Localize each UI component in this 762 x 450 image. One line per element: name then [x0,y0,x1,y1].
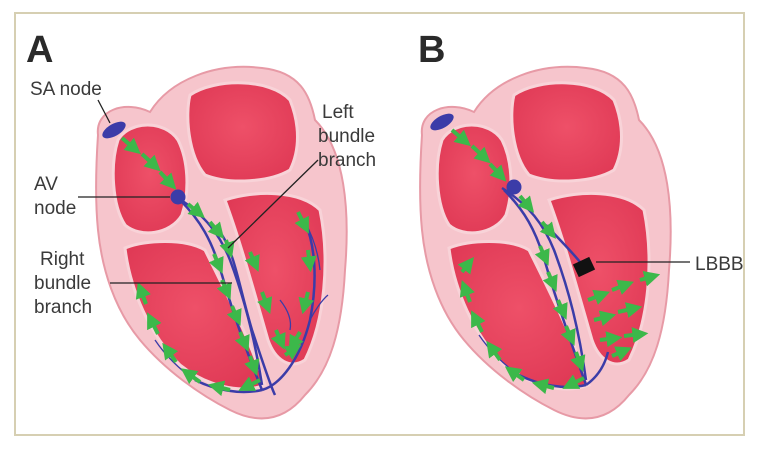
label-left-bb-2: bundle [318,126,375,147]
left-atrium-a [188,83,298,181]
label-av-line1: AV [34,174,58,195]
av-node-b [507,180,522,195]
label-right-bb-3: branch [34,297,92,318]
panel-b: B [418,29,744,418]
panel-letter-a: A [26,29,53,71]
label-left-bb-3: branch [318,150,376,171]
label-sa-node: SA node [30,79,102,100]
panel-letter-b: B [418,29,445,71]
label-left-bb-1: Left [322,102,354,123]
label-right-bb-2: bundle [34,273,91,294]
av-node-a [171,190,186,205]
left-atrium-b [512,83,622,181]
label-av-line2: node [34,198,76,219]
label-lbbb: LBBB [695,254,744,275]
label-right-bb-1: Right [40,249,85,270]
right-atrium-b [437,125,511,233]
panel-a: A [26,29,376,418]
